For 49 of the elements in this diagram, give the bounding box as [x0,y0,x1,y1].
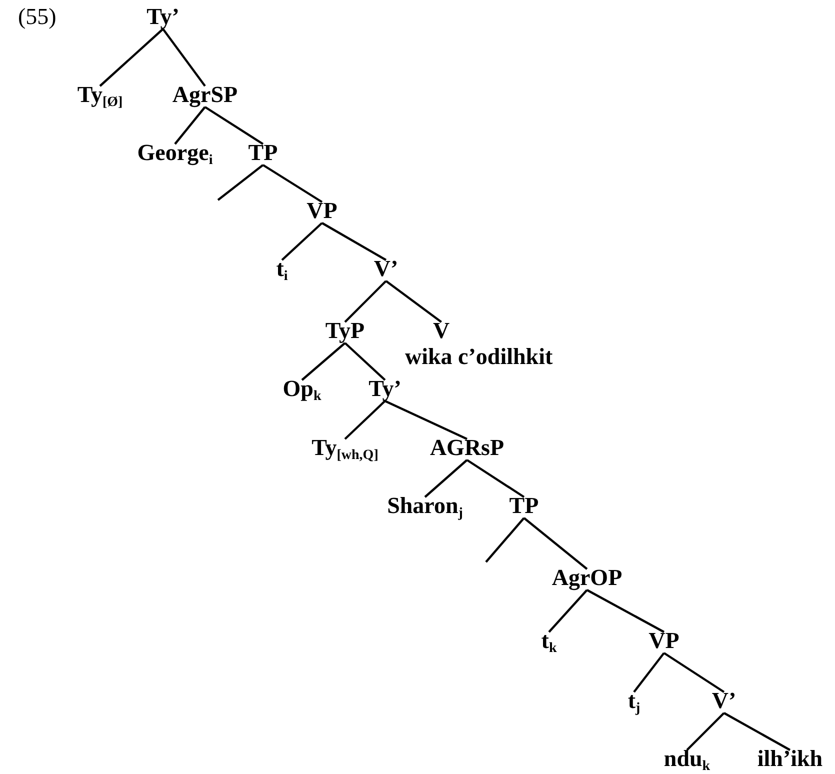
tree-node-label: ndu$_{k}$ [664,746,710,772]
branch-line [344,280,387,323]
branch-line [217,164,264,201]
tree-node-label: V’ [712,688,736,714]
tree-node-label: Ty’ [368,376,402,402]
branch-line [686,712,725,751]
branch-line [633,652,665,693]
tree-node-label: V’ [374,256,398,282]
tree-node-label: AgrOP [552,565,622,591]
branch-line [204,106,264,145]
branch-line [384,400,468,440]
tree-node-label: VP [306,198,338,224]
branch-line [281,222,323,261]
tree-node-label: TP [509,493,539,519]
tree-node-label: VP [648,628,680,654]
branch-line [424,459,468,498]
branch-line [344,400,386,440]
branch-line [262,164,323,203]
tree-node-label: Ty$_{[wh,Q]}$ [312,435,378,461]
node-label: wika c’odilhkit [405,344,553,370]
branch-line [466,459,525,498]
branch-line [174,106,206,145]
tree-node-label: t$_{i}$ [276,256,288,282]
branch-line [344,342,386,381]
tree-node-label: Op$_{k}$ [282,376,322,402]
branch-line [385,280,442,323]
branch-line [586,589,665,633]
node-label: V [433,318,450,344]
branch-line [162,28,206,87]
tree-node-label: Ty$_{[Ø]}$ [77,82,123,108]
branch-line [485,517,525,563]
tree-node-label: t$_{k}$ [541,628,557,654]
branch-line [723,712,791,751]
branch-line [99,28,164,87]
branch-line [523,517,588,570]
example-number: (55) [18,4,56,30]
tree-node-label: ilh’ikh [757,746,823,772]
branch-line [663,652,725,693]
tree-node-label: t$_{j}$ [628,688,640,714]
tree-node-label: Ty’ [146,4,180,30]
tree-node-label: TyP [325,318,365,344]
tree-node-label: Sharon$_{j}$ [387,493,463,519]
tree-node-label: TP [248,140,278,166]
tree-node-label: AgrSP [172,82,238,108]
tree-node-label: AGRsP [430,435,504,461]
tree-node-label: George$_{i}$ [137,140,213,166]
branch-line [301,342,346,381]
branch-line [548,589,588,633]
branch-line [321,222,387,261]
